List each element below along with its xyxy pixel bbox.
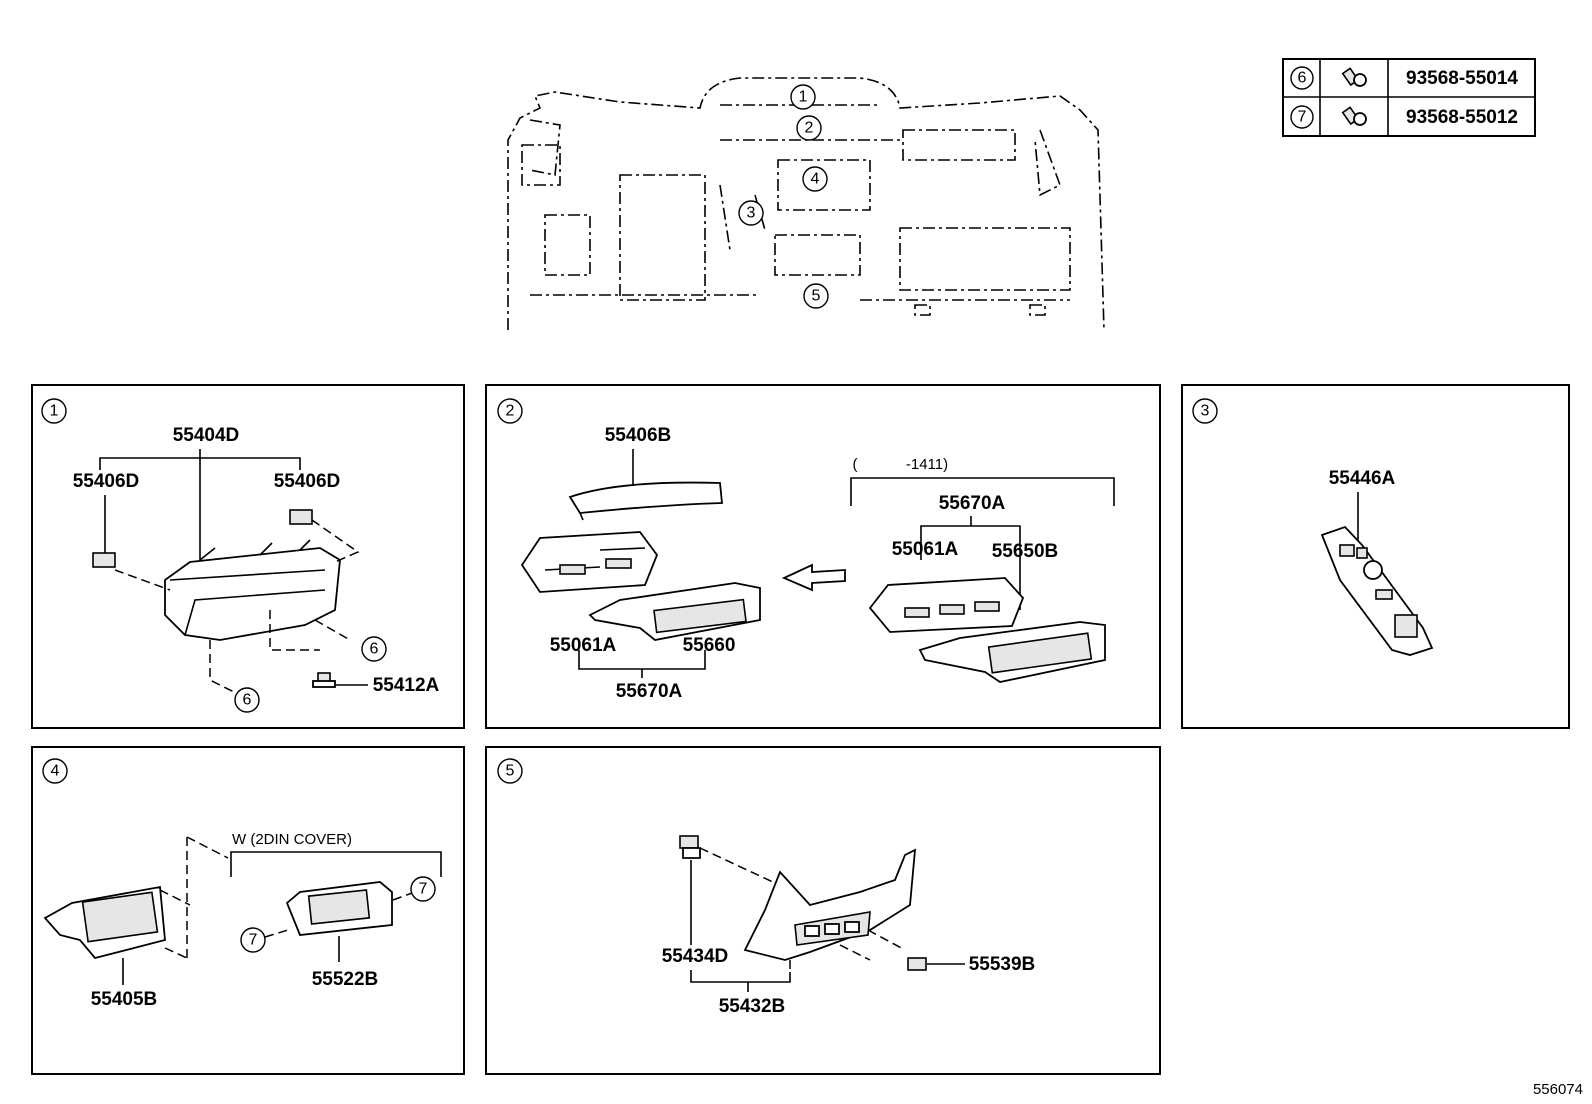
dashboard-overview: 1 2 3 4 5 xyxy=(507,77,1105,331)
callout-circle xyxy=(361,636,387,662)
fastener-part xyxy=(312,672,336,688)
instrument-hood-part xyxy=(164,539,341,641)
screw-icon xyxy=(1341,67,1367,87)
part-label-assy-left: 55670A xyxy=(616,681,683,702)
bezel-right xyxy=(918,621,1106,683)
panel-number-circle xyxy=(1192,398,1218,424)
overview-callout-3: 3 xyxy=(738,200,764,226)
vent-cover-part xyxy=(568,481,723,514)
plug-part xyxy=(907,957,927,971)
screw-ref-7: 7 xyxy=(419,881,428,898)
screw-icon xyxy=(1341,106,1367,126)
panel-2: 2 55406B 55061A 55660 55670A ( -1411) 55… xyxy=(485,384,1161,729)
part-label-right-clip: 55406D xyxy=(274,471,341,492)
fastener-row-6: 6 93568-55014 xyxy=(1290,66,1518,90)
overview-callout-2: 2 xyxy=(796,115,822,141)
fastener-part-number: 93568-55014 xyxy=(1406,68,1518,89)
fastener-ref: 7 xyxy=(1298,109,1307,126)
part-label-left-clip: 55406D xyxy=(73,471,140,492)
panel-number: 2 xyxy=(506,403,515,420)
vent-assembly-right xyxy=(868,577,1025,633)
part-label-55412A: 55412A xyxy=(373,675,440,696)
range-code: -1411) xyxy=(906,456,948,473)
part-label-vent-left: 55061A xyxy=(550,635,617,656)
screw-ref-6: 6 xyxy=(370,641,379,658)
part-label-55660: 55660 xyxy=(683,635,736,656)
panel-3: 3 55446A xyxy=(1181,384,1570,729)
part-label-55406B: 55406B xyxy=(605,425,672,446)
svg-text:5: 5 xyxy=(812,288,821,305)
panel-4: 4 55405B W (2DIN COVER) 55522B 7 7 xyxy=(31,746,465,1075)
fastener-part-number: 93568-55012 xyxy=(1406,107,1518,128)
screw-ref-7: 7 xyxy=(249,932,258,949)
svg-text:1: 1 xyxy=(799,89,808,106)
panel-number-circle xyxy=(42,758,68,784)
switch-panel-part xyxy=(1320,525,1434,656)
variant-label: W (2DIN COVER) xyxy=(232,831,352,848)
svg-text:4: 4 xyxy=(811,171,820,188)
clip-part xyxy=(679,835,701,859)
fastener-table: 6 93568-55014 7 93568-55012 xyxy=(1282,58,1536,137)
part-label-assy-right: 55670A xyxy=(939,493,1006,514)
panel-number-circle xyxy=(497,398,523,424)
panel-number: 3 xyxy=(1201,403,1210,420)
lower-panel-assembly xyxy=(743,848,917,961)
clip-part-right xyxy=(289,509,313,525)
panel-number: 4 xyxy=(51,763,60,780)
center-bezel-part xyxy=(43,885,166,960)
fastener-row-7: 7 93568-55012 xyxy=(1290,105,1518,129)
panel-5: 5 55539B 55434D 55432B xyxy=(485,746,1161,1075)
overview-callout-5: 5 xyxy=(803,283,829,309)
vent-assembly-left xyxy=(520,531,659,593)
part-label-55434D: 55434D xyxy=(662,946,729,967)
part-label-55539B: 55539B xyxy=(969,954,1036,975)
panel-number-circle xyxy=(497,758,523,784)
part-label-55650B: 55650B xyxy=(992,541,1059,562)
din-cover-part xyxy=(285,881,393,936)
part-label-55522B: 55522B xyxy=(312,969,379,990)
part-label-vent-right: 55061A xyxy=(892,539,959,560)
panel-number: 5 xyxy=(506,763,515,780)
svg-text:2: 2 xyxy=(805,120,814,137)
callout-circle xyxy=(240,927,266,953)
screw-ref-6: 6 xyxy=(243,692,252,709)
panel-1: 1 55404D 55406D 55406D 6 6 55412A xyxy=(31,384,465,729)
part-label-55446A: 55446A xyxy=(1329,468,1396,489)
part-label-55404D: 55404D xyxy=(173,425,240,446)
callout-circle xyxy=(1290,105,1314,129)
part-label-55432B: 55432B xyxy=(719,996,786,1017)
callout-circle xyxy=(1290,66,1314,90)
diagram-id: 556074 xyxy=(1533,1081,1583,1098)
fastener-ref: 6 xyxy=(1298,70,1307,87)
callout-circle xyxy=(410,876,436,902)
bezel-left xyxy=(588,582,761,641)
range-open-paren: ( xyxy=(853,456,858,473)
clip-part-left xyxy=(92,552,116,568)
part-label-55405B: 55405B xyxy=(91,989,158,1010)
panel-number-circle xyxy=(41,398,67,424)
direction-arrow xyxy=(781,563,846,592)
svg-text:3: 3 xyxy=(747,205,756,222)
overview-callout-1: 1 xyxy=(790,84,816,110)
panel-number: 1 xyxy=(50,403,59,420)
overview-callout-4: 4 xyxy=(802,166,828,192)
callout-circle xyxy=(234,687,260,713)
